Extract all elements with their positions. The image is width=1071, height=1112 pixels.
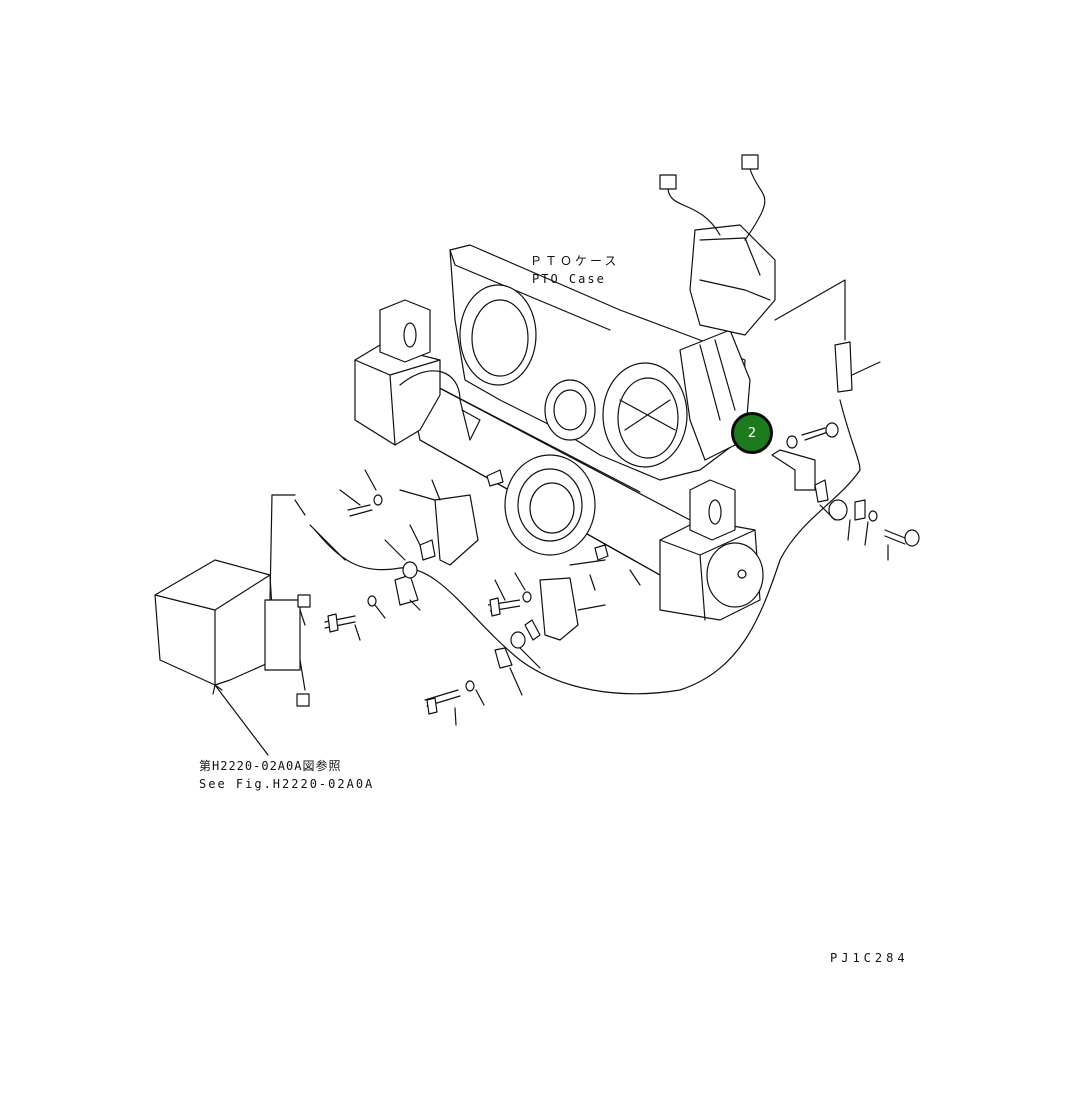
part-callout-number: 2	[747, 425, 757, 441]
hydraulic-hoses	[294, 399, 861, 695]
pump-mount-flange	[504, 454, 596, 556]
right-mount-block	[659, 479, 764, 621]
pto-case-label-jp: ＰＴＯケース	[530, 254, 620, 268]
solenoid-valve-lower	[154, 494, 311, 756]
left-mount-block	[354, 299, 461, 446]
pto-case-label-en: PTO Case	[532, 272, 606, 286]
pto-case	[449, 244, 751, 481]
solenoid-valve-upper	[659, 154, 846, 341]
figure-reference-jp: 第H2220-02A0A図参照	[199, 759, 342, 773]
figure-code: PJ1C284	[830, 951, 909, 965]
part-callout-2[interactable]: 2	[731, 412, 773, 454]
figure-reference-en: See Fig.H2220-02A0A	[199, 777, 375, 791]
fasteners	[324, 341, 920, 726]
